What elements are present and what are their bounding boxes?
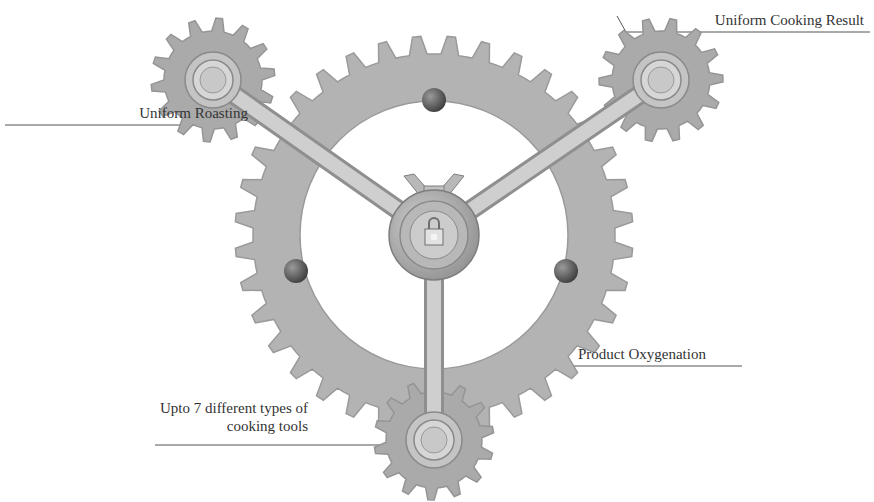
central-hub xyxy=(389,174,479,280)
callout-label: Product Oxygenation xyxy=(578,345,778,363)
ball xyxy=(284,259,308,283)
planet-gear xyxy=(599,19,723,142)
callout-label: Uniform Cooking Result xyxy=(600,11,864,29)
arms xyxy=(213,80,661,440)
leader-lines xyxy=(5,16,870,445)
callout-label: Upto 7 different types of cooking tools xyxy=(130,399,308,435)
callout-label: Uniform Roasting xyxy=(20,104,248,122)
ball xyxy=(422,88,446,112)
leader-line xyxy=(155,445,400,446)
planet-gear xyxy=(151,18,275,142)
ball xyxy=(554,259,578,283)
